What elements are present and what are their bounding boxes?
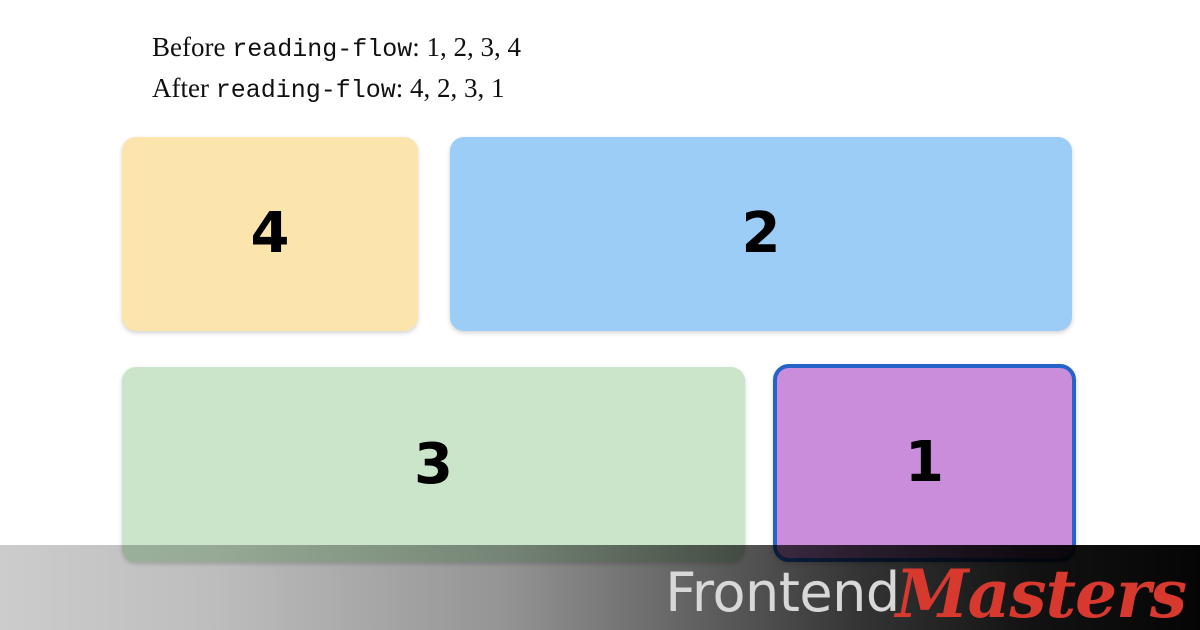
logo-text-frontend: Frontend (665, 560, 900, 624)
caption-line-before: Before reading-flow: 1, 2, 3, 4 (152, 28, 1052, 69)
caption-after-prefix: After (152, 73, 216, 103)
grid-item-2[interactable]: 2 (450, 137, 1072, 331)
frontend-masters-logo: Frontend Masters (665, 549, 1200, 630)
caption-after-order: : 4, 2, 3, 1 (395, 73, 505, 103)
footer-watermark-overlay: Frontend Masters (0, 545, 1200, 630)
grid-item-label: 2 (741, 201, 781, 266)
caption-after-property: reading-flow (215, 76, 396, 105)
logo-text-masters: Masters (895, 554, 1187, 630)
grid-item-4[interactable]: 4 (122, 137, 418, 331)
caption-block: Before reading-flow: 1, 2, 3, 4 After re… (152, 28, 1052, 110)
grid-item-label: 3 (414, 431, 453, 497)
caption-before-property: reading-flow (232, 35, 413, 64)
caption-line-after: After reading-flow: 4, 2, 3, 1 (152, 69, 1052, 110)
grid-item-1-focused[interactable]: 1 (773, 364, 1076, 562)
grid-item-label: 1 (905, 430, 944, 495)
grid-item-label: 4 (250, 201, 290, 266)
grid-item-3[interactable]: 3 (122, 367, 745, 562)
caption-before-prefix: Before (152, 32, 233, 62)
caption-before-order: : 1, 2, 3, 4 (412, 32, 522, 62)
reading-flow-grid: 4 2 3 1 (122, 137, 1076, 562)
